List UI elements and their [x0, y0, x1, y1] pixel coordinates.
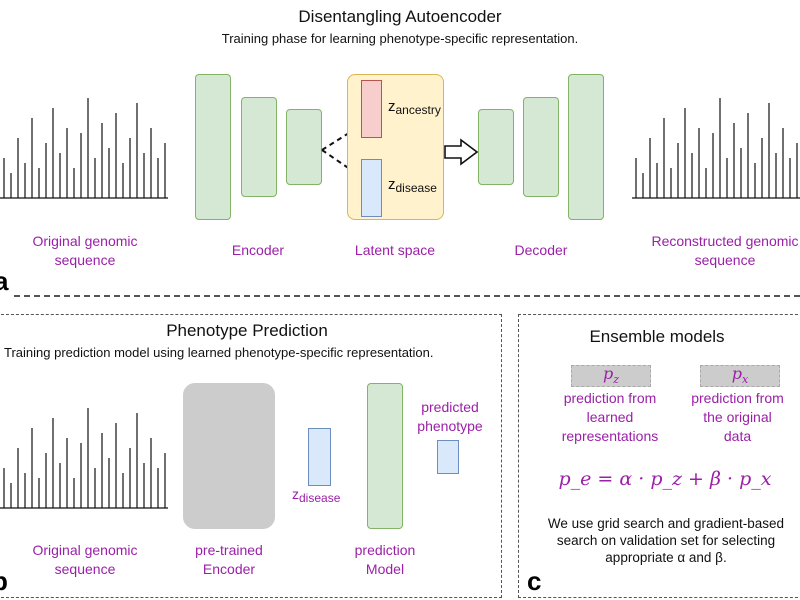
- encoder-layer-2: [241, 97, 277, 197]
- original-sequence-bars-b: [0, 408, 168, 509]
- pretrained-encoder-block: [183, 383, 275, 529]
- decoder-layer-2: [523, 97, 559, 197]
- decoder-label: Decoder: [514, 242, 568, 258]
- reconstructed-sequence-bars: [632, 98, 800, 199]
- panel-a-letter: a: [0, 266, 9, 296]
- panel-b-subtitle: Training prediction model using learned …: [4, 345, 434, 360]
- z-ancestry-block: [361, 80, 382, 138]
- ensemble-formula: p_e = α · p_z + β · p_x: [558, 468, 772, 490]
- original-sequence-bars-a: [0, 98, 168, 199]
- z-ancestry-label: zancestry: [388, 98, 441, 117]
- panel-a-title: Disentangling Autoencoder: [298, 7, 502, 26]
- panel-c-title: Ensemble models: [589, 327, 725, 346]
- decoder-layer-3: [568, 74, 604, 220]
- encoder-layer-1: [195, 74, 231, 220]
- z-disease-label: zdisease: [388, 176, 437, 195]
- panel-a-subtitle: Training phase for learning phenotype-sp…: [221, 31, 579, 46]
- decoder-layer-1: [478, 109, 514, 185]
- z-disease-block-b: [308, 428, 331, 486]
- z-disease-label-b: zdisease: [292, 486, 341, 505]
- latent-space-label: Latent space: [354, 242, 436, 258]
- panel-b-title: Phenotype Prediction: [166, 321, 328, 340]
- pz-box: [571, 365, 651, 387]
- predicted-phenotype-block: [437, 440, 459, 474]
- panel-c-frame: [518, 314, 800, 598]
- encoder-layer-3: [286, 109, 322, 185]
- panel-a-divider: [14, 295, 800, 297]
- panel-c-letter: c: [527, 566, 542, 596]
- panel-b-frame: [0, 314, 502, 598]
- prediction-model-block: [367, 383, 403, 529]
- px-label: px: [731, 364, 749, 387]
- arrow-right-icon: [444, 138, 479, 166]
- encoder-label: Encoder: [231, 242, 285, 258]
- panel-b-letter: b: [0, 566, 8, 597]
- px-box: [700, 365, 780, 387]
- pz-label: pz: [602, 364, 620, 387]
- z-disease-block: [361, 159, 382, 217]
